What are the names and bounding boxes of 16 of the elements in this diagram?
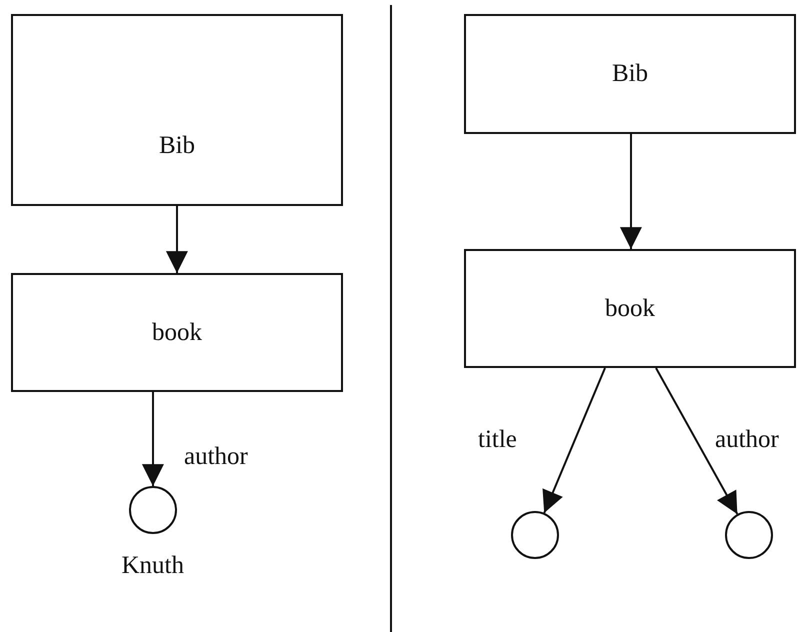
element-box [11,273,343,392]
element-box [464,249,796,368]
arrow [655,368,738,515]
node-label: Bib [612,60,648,88]
node-circle [511,511,559,559]
arrow [620,134,642,250]
arrow [542,368,606,514]
node-circle [129,486,177,534]
arrow [142,392,164,486]
node-label: book [605,294,655,322]
node-circle [725,511,773,559]
node-label: book [152,318,202,346]
element-box [11,14,343,206]
arrow [166,206,188,274]
node-label: Bib [158,132,196,160]
element-box [464,14,796,134]
